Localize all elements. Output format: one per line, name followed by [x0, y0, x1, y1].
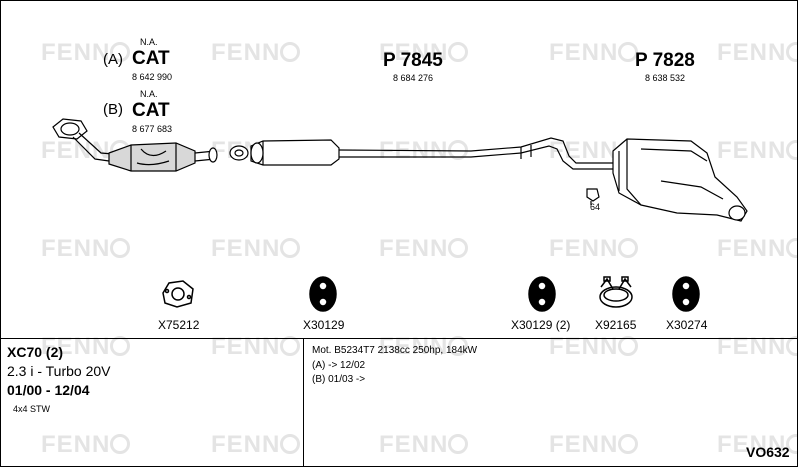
part-label-5: X30274: [666, 318, 708, 332]
variant-a-engine: N.A.: [140, 37, 158, 47]
rubber-hanger-icon-2: [528, 276, 556, 312]
part-label-2: X30129: [303, 318, 345, 332]
part-label-1: X75212: [158, 318, 200, 332]
pipe-clamp-icon: [599, 276, 633, 308]
divider-vertical: [303, 338, 304, 466]
watermark-text: FENN: [41, 235, 131, 263]
middle-silencer-title: P 7845: [383, 50, 443, 71]
catalytic-converter: [108, 142, 196, 172]
watermark-text: FENN: [717, 39, 797, 67]
watermark-text: FENN: [211, 333, 301, 361]
spec-range-b: (B) 01/03 ->: [312, 374, 366, 385]
variant-a-number: 8 642 990: [132, 72, 173, 82]
watermark-text: FENN: [379, 431, 469, 459]
variant-b-engine: N.A.: [140, 89, 158, 99]
watermark-text: FENN: [211, 39, 301, 67]
watermark-text: FENN: [717, 137, 797, 165]
vehicle-model: XC70 (2): [7, 344, 64, 360]
rubber-hanger-icon-1: [309, 276, 337, 312]
watermark-text: FENN: [41, 431, 131, 459]
rear-clamp: [586, 188, 600, 205]
spec-motor: Mot. B5234T7 2138cc 250hp, 184kW: [312, 345, 478, 356]
watermark-text: FENN: [549, 235, 639, 263]
watermark-text: FENN: [717, 235, 797, 263]
watermark-text: FENN: [717, 431, 797, 459]
watermark-text: FENN: [549, 333, 639, 361]
vehicle-drive: 4x4 STW: [13, 404, 51, 414]
variant-b-number: 8 677 683: [132, 124, 173, 134]
joint-flange: [229, 145, 249, 161]
watermark-text: FENN: [717, 333, 797, 361]
rear-silencer-number: 8 638 532: [645, 73, 686, 83]
middle-pipe: [338, 137, 613, 170]
gasket-icon: [162, 280, 194, 308]
rear-silencer: [612, 138, 748, 222]
watermark-text: FENN: [211, 431, 301, 459]
part-label-3: X30129 (2): [511, 318, 571, 332]
variant-b-code: (B): [103, 101, 123, 118]
vehicle-years: 01/00 - 12/04: [7, 382, 90, 398]
spec-range-a: (A) -> 12/02: [312, 360, 366, 371]
watermark-text: FENN: [41, 39, 131, 67]
front-flange: [52, 118, 88, 140]
clamp-note: 64: [590, 202, 601, 212]
watermark-text: FENN: [379, 333, 469, 361]
watermark-text: FENN: [41, 333, 131, 361]
middle-silencer-number: 8 684 276: [393, 73, 434, 83]
rear-silencer-title: P 7828: [635, 50, 695, 71]
middle-silencer: [250, 139, 340, 166]
vehicle-engine: 2.3 i - Turbo 20V: [7, 363, 111, 379]
watermark-text: FENN: [379, 235, 469, 263]
variant-a-name: CAT: [132, 48, 170, 69]
diagram-code: VO632: [746, 444, 790, 460]
watermark-text: FENN: [211, 235, 301, 263]
part-label-4: X92165: [595, 318, 637, 332]
divider-horizontal: [1, 338, 797, 339]
variant-b-name: CAT: [132, 100, 170, 121]
rubber-hanger-icon-3: [672, 276, 700, 312]
watermark-text: FENN: [549, 431, 639, 459]
watermark-text: FENN: [549, 39, 639, 67]
exhaust-drawing: [52, 118, 748, 312]
front-pipe: [72, 136, 110, 162]
watermark-text: FENN: [379, 39, 469, 67]
variant-a-code: (A): [103, 51, 123, 68]
